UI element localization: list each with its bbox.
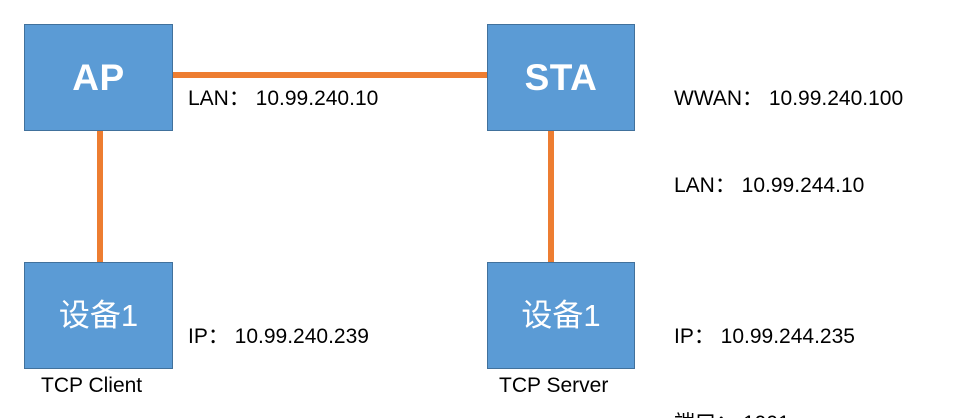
node-sta-label: STA [524, 57, 598, 98]
node-ap-label: AP [72, 57, 125, 98]
annotation-ap-lan-line: LAN： 10.99.240.10 [188, 87, 379, 110]
node-device-left[interactable]: 设备1 [24, 262, 173, 369]
annotation-sta-addresses: WWAN： 10.99.240.100 LAN： 10.99.244.10 [674, 26, 903, 258]
link-sta-to-device-right [548, 129, 554, 264]
caption-device-right: TCP Server [499, 374, 609, 397]
caption-device-left: TCP Client [41, 374, 143, 397]
annotation-device-left-ip-line: IP： 10.99.240.239 [188, 325, 369, 348]
annotation-sta-wwan-line: WWAN： 10.99.240.100 [674, 87, 904, 110]
link-ap-to-device-left [97, 129, 103, 264]
node-device-right[interactable]: 设备1 [487, 262, 635, 369]
annotation-device-left-ip: IP： 10.99.240.239 [188, 264, 369, 409]
annotation-device-right-info: IP： 10.99.244.235 端口： 1001 [674, 264, 855, 418]
annotation-device-right-port-line: 端口： 1001 [674, 409, 855, 418]
node-sta[interactable]: STA [487, 24, 635, 131]
annotation-sta-lan-line: LAN： 10.99.244.10 [674, 174, 865, 197]
annotation-device-right-ip-line: IP： 10.99.244.235 [674, 325, 855, 348]
node-ap[interactable]: AP [24, 24, 173, 131]
link-ap-to-sta [170, 72, 490, 78]
node-device-left-label: 设备1 [58, 298, 139, 333]
annotation-ap-lan: LAN： 10.99.240.10 [188, 26, 378, 171]
node-device-right-label: 设备1 [521, 298, 601, 333]
